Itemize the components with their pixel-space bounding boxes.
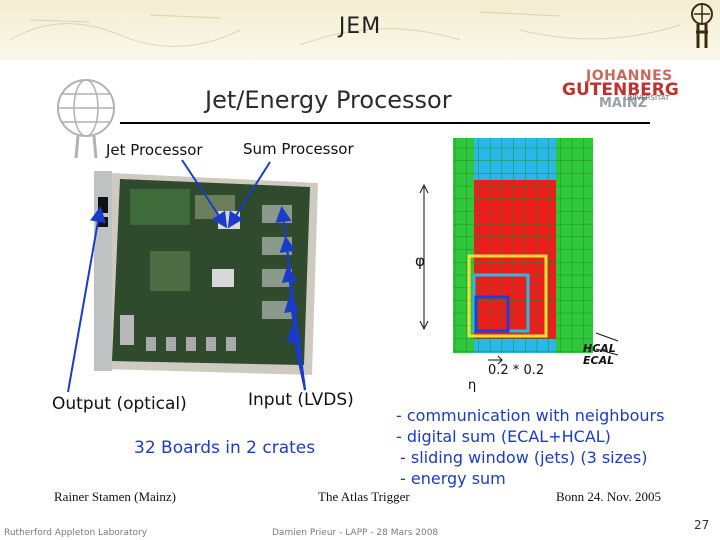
label-output-optical: Output (optical) (52, 394, 187, 414)
page-number: 27 (694, 518, 710, 532)
logo-line-mainz: MAINZ (599, 96, 648, 111)
bullet-item: - digital sum (ECAL+HCAL) (396, 427, 611, 446)
subfooter-institution: Rutherford Appleton Laboratory (4, 528, 148, 538)
eta-axis-label: η (468, 378, 477, 393)
label-jet-processor: Jet Processor (106, 141, 203, 159)
jem-board-photo (94, 171, 318, 375)
label-sum-processor: Sum Processor (243, 140, 354, 158)
window-small (474, 295, 510, 333)
bullet-item: - sliding window (jets) (3 sizes) (400, 448, 648, 467)
bullet-item: - communication with neighbours (396, 406, 665, 425)
window-large (467, 254, 548, 338)
slide-title: JEM (338, 14, 382, 39)
header-band (0, 0, 720, 60)
university-logo: JOHANNES GUTENBERG MAINZ UNIVERSITÄT (562, 68, 679, 111)
ecal-label: ECAL (583, 354, 615, 367)
panel-title: Jet/Energy Processor (205, 86, 452, 114)
subfooter-presenter: Damien Prieur - LAPP - 28 Mars 2008 (272, 528, 439, 538)
sliding-window-diagram (419, 138, 619, 365)
title-underline (120, 122, 650, 124)
logo-line-gutenberg: GUTENBERG (562, 80, 679, 100)
atlas-globe-logo (57, 79, 115, 158)
hcal-label: HCAL (583, 342, 616, 355)
jet-processor-chip (218, 211, 240, 229)
footer-author: Rainer Stamen (Mainz) (54, 489, 177, 504)
logo-line-johannes: JOHANNES (586, 68, 673, 84)
bullet-item: - energy sum (400, 469, 506, 488)
footer-place-date: Bonn 24. Nov. 2005 (556, 489, 661, 504)
phi-axis-label: φ (415, 252, 425, 270)
boards-note: 32 Boards in 2 crates (134, 438, 316, 458)
atlas-figure-logo (691, 3, 713, 48)
header-sketch-decoration (9, 11, 681, 47)
window-size-label: 0.2 * 0.2 (488, 363, 545, 378)
logo-line-universitaet: UNIVERSITÄT (624, 94, 670, 102)
feature-bullet-list: - communication with neighbours - digita… (396, 405, 664, 489)
footer-event: The Atlas Trigger (318, 489, 410, 504)
sum-processor-chip (212, 269, 234, 287)
label-input-lvds: Input (LVDS) (248, 390, 354, 410)
